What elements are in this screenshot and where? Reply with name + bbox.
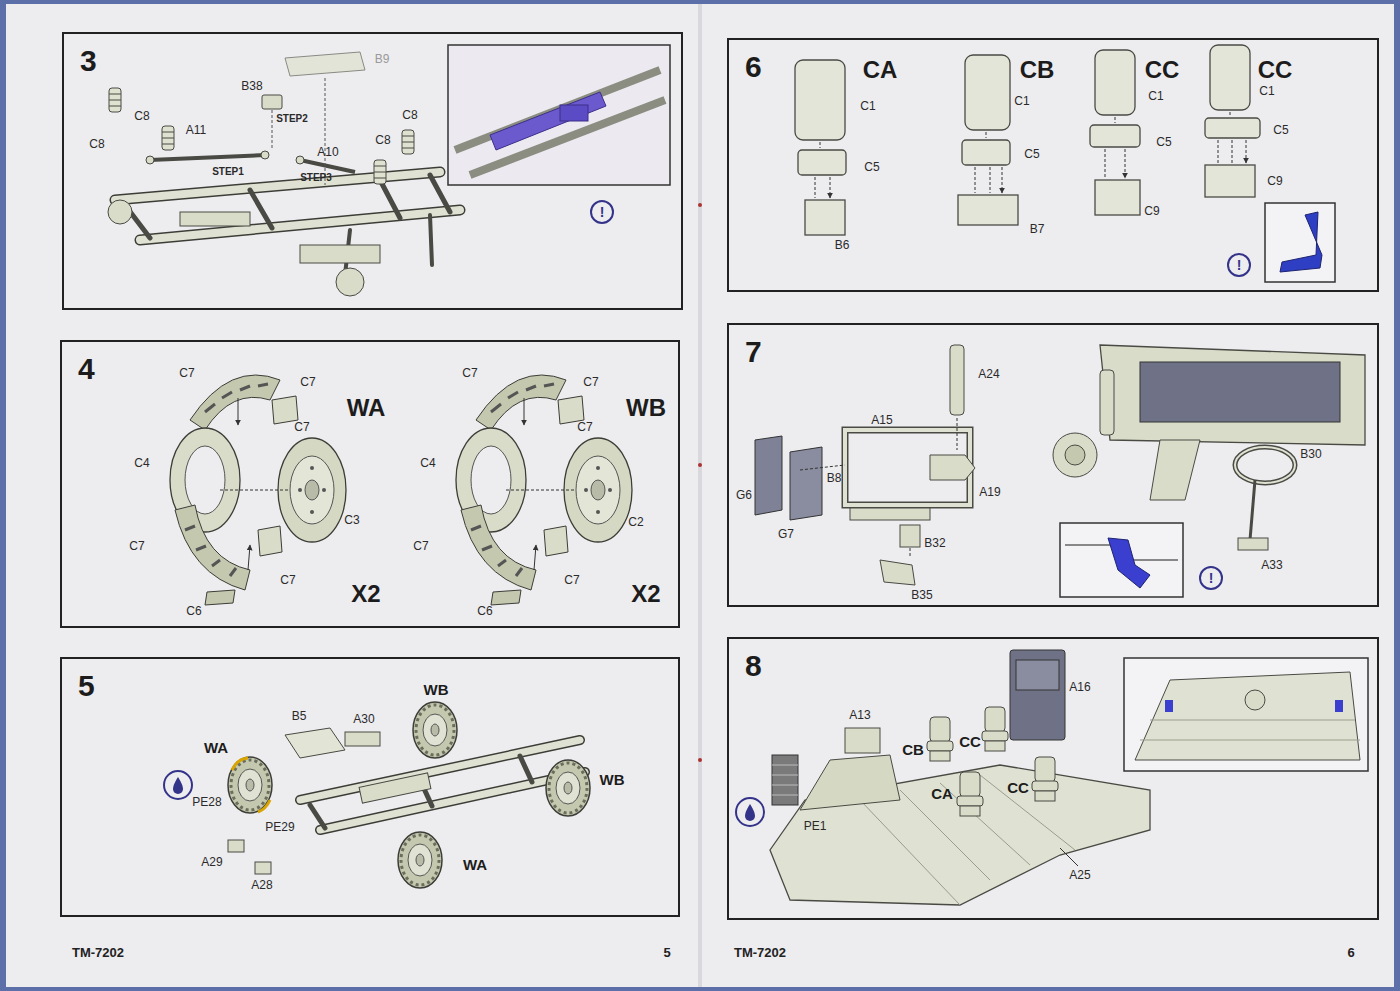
part-label: C5 (1024, 148, 1039, 161)
part-label: C7 (577, 421, 592, 434)
part-label: C7 (462, 367, 477, 380)
part-label: C8 (375, 134, 390, 147)
part-label: B9 (375, 53, 390, 66)
part-label: C4 (420, 457, 435, 470)
part-label: G6 (736, 489, 752, 502)
variant-label: WA (463, 857, 487, 874)
part-label: PE29 (265, 821, 294, 834)
variant-label: WA (347, 395, 386, 421)
variant-label: WB (626, 395, 666, 421)
part-label: A11 (186, 124, 206, 137)
step-panel: 5 (60, 657, 680, 917)
step-label: STEP1 (212, 166, 244, 177)
part-label: PE28 (192, 796, 221, 809)
part-label: A24 (978, 368, 999, 381)
part-label: C7 (179, 367, 194, 380)
part-label: A13 (849, 709, 870, 722)
step-number: 4 (78, 354, 95, 384)
part-label: C7 (129, 540, 144, 553)
step-number: 5 (78, 671, 95, 701)
part-label: C4 (134, 457, 149, 470)
part-label: C7 (294, 421, 309, 434)
step-panel: 3 (62, 32, 683, 310)
part-label: C9 (1267, 175, 1282, 188)
part-label: A19 (979, 486, 1000, 499)
part-label: B30 (1300, 448, 1321, 461)
attention-icon: ! (590, 200, 614, 224)
variant-label: CC (1258, 57, 1293, 83)
part-label: B35 (911, 589, 932, 602)
step-number: 7 (745, 337, 762, 367)
variant-label: CB (902, 742, 924, 759)
part-label: C5 (1273, 124, 1288, 137)
part-label: A10 (317, 146, 338, 159)
part-label: C9 (1144, 205, 1159, 218)
part-label: A16 (1069, 681, 1090, 694)
part-label: C3 (344, 514, 359, 527)
part-label: B7 (1030, 223, 1045, 236)
part-label: C1 (1014, 95, 1029, 108)
variant-label: CC (1007, 780, 1029, 797)
step-label: STEP2 (276, 113, 308, 124)
step-number: 8 (745, 651, 762, 681)
part-label: B38 (241, 80, 262, 93)
part-label: C1 (1259, 85, 1274, 98)
attention-icon: ! (1199, 566, 1223, 590)
step-panel: 8 (727, 637, 1379, 920)
part-label: C5 (864, 161, 879, 174)
part-label: C6 (186, 605, 201, 618)
variant-label: WA (204, 740, 228, 757)
variant-label: CC (1145, 57, 1180, 83)
part-label: C6 (477, 605, 492, 618)
variant-label: X2 (631, 581, 660, 607)
variant-label: CB (1020, 57, 1055, 83)
attention-icon: ! (1227, 253, 1251, 277)
variant-label: CA (931, 786, 953, 803)
part-label: C7 (413, 540, 428, 553)
variant-label: CA (863, 57, 898, 83)
part-label: A25 (1069, 869, 1090, 882)
page-footer: TM-7202 (72, 946, 124, 960)
part-label: C1 (860, 100, 875, 113)
part-label: C8 (134, 110, 149, 123)
part-label: A29 (201, 856, 222, 869)
part-label: B32 (924, 537, 945, 550)
variant-label: X2 (351, 581, 380, 607)
page-footer: 5 (663, 946, 670, 960)
part-label: C2 (628, 516, 643, 529)
part-label: A30 (353, 713, 374, 726)
step-number: 6 (745, 52, 762, 82)
variant-label: WB (424, 682, 449, 699)
part-label: A15 (871, 414, 892, 427)
part-label: C1 (1148, 90, 1163, 103)
part-label: A33 (1261, 559, 1282, 572)
part-label: B6 (835, 239, 850, 252)
part-label: C7 (583, 376, 598, 389)
part-label: C8 (402, 109, 417, 122)
part-label: C7 (300, 376, 315, 389)
part-label: B5 (292, 710, 307, 723)
part-label: C7 (564, 574, 579, 587)
part-label: C8 (89, 138, 104, 151)
part-label: G7 (778, 528, 794, 541)
part-label: PE1 (804, 820, 827, 833)
variant-label: WB (600, 772, 625, 789)
page-footer: 6 (1347, 946, 1354, 960)
part-label: C5 (1156, 136, 1171, 149)
part-label: B8 (827, 472, 842, 485)
part-label: C7 (280, 574, 295, 587)
step-number: 3 (80, 46, 97, 76)
page-footer: TM-7202 (734, 946, 786, 960)
step-label: STEP3 (300, 172, 332, 183)
part-label: A28 (251, 879, 272, 892)
variant-label: CC (959, 734, 981, 751)
